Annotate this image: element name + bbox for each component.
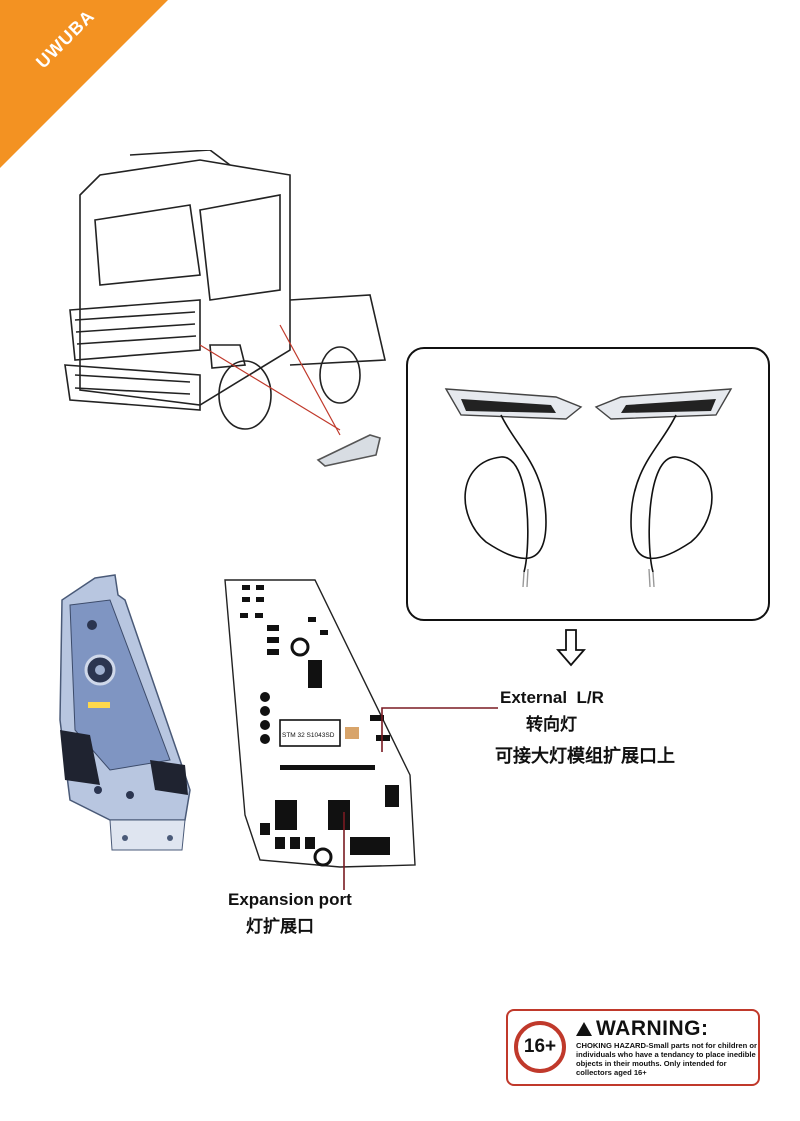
pcb-board-diagram: STM 32 S1043SD: [224, 579, 416, 868]
external-label-en: External L/R: [500, 688, 604, 707]
external-note-cn: 可接大灯模组扩展口上: [495, 746, 675, 767]
turn-signal-lamps: [444, 388, 733, 588]
expansion-label-cn: 灯扩展口: [246, 917, 314, 937]
external-label-cn: 转向灯: [526, 715, 577, 735]
warning-text: CHOKING HAZARD-Small parts not for child…: [576, 1041, 757, 1077]
turn-signal-lights-panel: [406, 347, 770, 621]
right-turn-signal-lamp: [594, 388, 733, 588]
warning-title: WARNING:: [596, 1017, 709, 1040]
truck-illustration: [64, 150, 386, 467]
warning-heading: WARNING:: [576, 1017, 709, 1041]
down-arrow-icon: [556, 629, 586, 667]
headlamp-module-illustration: [59, 574, 191, 851]
warning-triangle-icon: [576, 1022, 592, 1036]
age-rating-badge: 16+: [514, 1021, 566, 1073]
expansion-label-en: Expansion port: [228, 890, 352, 909]
brand-corner-banner: [0, 0, 168, 168]
left-turn-signal-lamp: [444, 388, 583, 588]
pcb-chip-label: STM 32 S1043SD: [282, 732, 335, 739]
